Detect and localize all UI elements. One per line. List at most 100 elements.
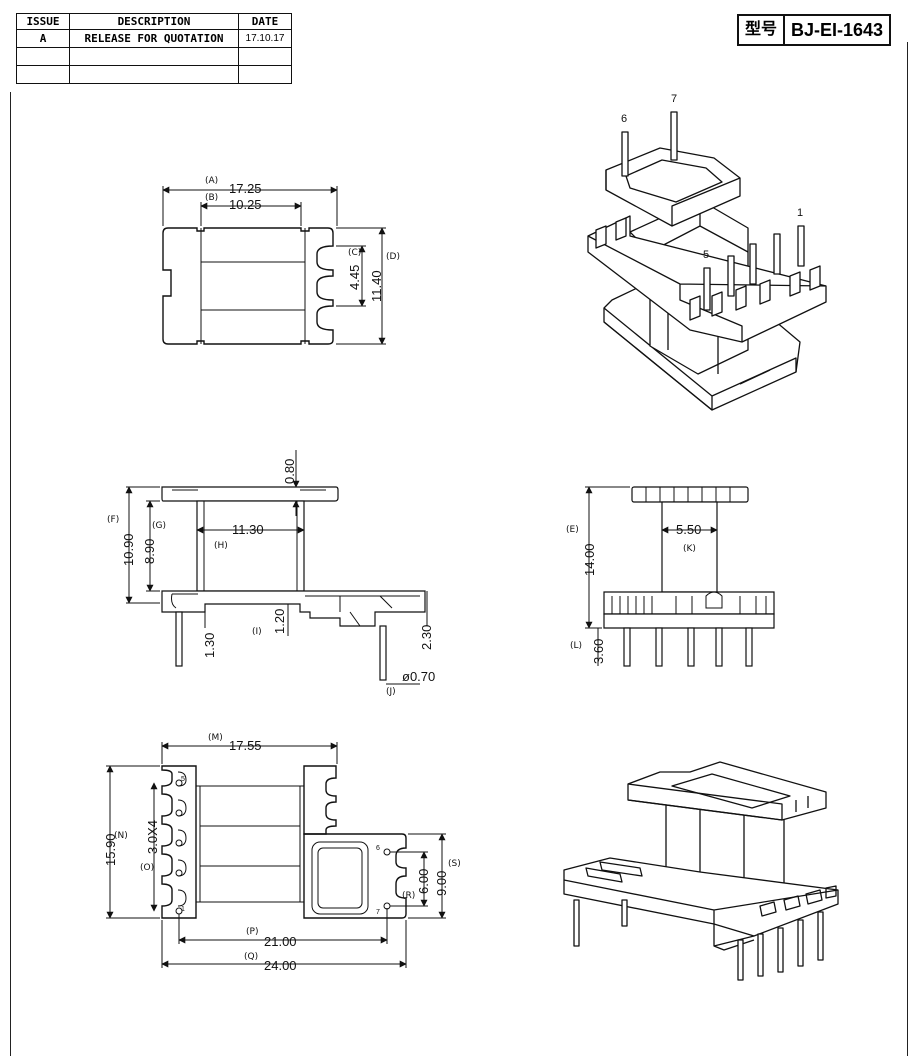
header-date: DATE (238, 13, 292, 30)
dim-O-tag: (O) (140, 863, 154, 873)
side-top-flange-ribs (645, 487, 731, 502)
dim-B-value: 10.25 (229, 197, 262, 212)
bottom-window (311, 841, 369, 915)
dim-S-tag: (S) (448, 859, 461, 869)
front-top-flange (161, 486, 339, 502)
iso2-pins (573, 899, 824, 981)
iso-pin-label-1: 1 (797, 207, 803, 219)
iso-base-front (603, 307, 797, 411)
bottom-window-inner (317, 847, 363, 909)
bottom-right-flange-ext (303, 833, 407, 919)
dim-130-value: 1.30 (202, 633, 217, 658)
dim-M-value: 17.55 (229, 738, 262, 753)
dim-K-value: 5.50 (676, 522, 701, 537)
table-row (16, 47, 292, 66)
dim-R-value: 6.00 (416, 869, 431, 894)
iso2-bottom-flange (563, 857, 839, 937)
iso-pin-a (727, 255, 735, 297)
bottom-right-flange-top (303, 765, 337, 835)
iso-pin-label-6: 6 (621, 113, 627, 125)
iso-pin-b (749, 243, 757, 285)
side-bottom-flange (603, 591, 775, 615)
table-row (16, 65, 292, 84)
part-number-value: BJ-EI-1643 (791, 20, 884, 40)
dim-Q-value: 24.00 (264, 958, 297, 973)
description-cell: RELEASE FOR QUOTATION (69, 29, 239, 48)
frame-border-left (10, 92, 11, 1056)
iso-pin-label-7: 7 (671, 93, 677, 105)
dim-I-tag: (I) (252, 627, 262, 637)
iso2-top-flange-edge (627, 783, 809, 821)
iso-pin-label-5: 5 (703, 249, 709, 261)
dim-G-tag: (G) (152, 521, 166, 531)
iso-pin-5 (703, 267, 711, 311)
dim-P-value: 21.00 (264, 934, 297, 949)
iso2-top-flange-window (671, 773, 791, 809)
header-issue: ISSUE (16, 13, 70, 30)
bottom-pin-label-7: 7 (376, 909, 380, 916)
side-bottom-flange-ribs (611, 591, 767, 614)
bottom-left-slots (177, 771, 187, 907)
bottom-pin-label-1: 1 (181, 906, 185, 913)
iso-slots (595, 217, 821, 321)
frame-border-right (907, 42, 908, 1056)
revision-table: ISSUE DESCRIPTION DATE A RELEASE FOR QUO… (16, 13, 292, 84)
dim-E-value: 14.00 (582, 543, 597, 576)
revision-table-header: ISSUE DESCRIPTION DATE (16, 13, 292, 30)
bottom-view: 5 1 6 7 (M) 17.55 (N) 15.90 (O) 3.0X4 (P… (103, 733, 461, 973)
front-pin-left (175, 611, 183, 667)
side-top-flange (631, 486, 749, 503)
iso-pins (621, 111, 805, 311)
bottom-left-flange (161, 765, 197, 919)
dim-I-value: 1.20 (272, 609, 287, 634)
top-view-outline (162, 227, 334, 345)
dim-M-tag: (M) (208, 733, 223, 743)
iso-lower-flange-edge (587, 235, 827, 342)
dim-G-value: 8.90 (142, 539, 157, 564)
front-view: 0.80 (F) 10.90 (G) 8.90 (H) 11.30 (I) 1.… (107, 450, 435, 697)
dim-O-value: 3.0X4 (145, 820, 160, 854)
iso2-slots (585, 861, 837, 917)
dim-E-tag: (E) (566, 525, 579, 535)
iso-view-top: 6 7 5 1 (587, 93, 827, 411)
dim-J-value: ø0.70 (402, 669, 435, 684)
dim-P-tag: (P) (246, 927, 258, 937)
dim-L-tag: (L) (570, 641, 582, 651)
iso-pin-7 (670, 111, 678, 161)
dim-Q-tag: (Q) (244, 952, 258, 962)
dim-N-value: 15.90 (103, 833, 118, 866)
dim-D-tag: (D) (386, 252, 400, 262)
part-number-box: 型号 BJ-EI-1643 (737, 14, 892, 46)
dim-H-tag: (H) (214, 541, 228, 551)
dim-J-tag: (J) (386, 687, 396, 697)
top-view: (A) 17.25 (B) 10.25 (C) 4.45 (D) 11.40 (162, 176, 400, 345)
dim-L-value: 3.60 (591, 639, 606, 664)
dim-A-tag: (A) (205, 176, 218, 186)
front-core (196, 500, 305, 592)
part-number-label: 型号 (739, 16, 786, 44)
dim-K-tag: (K) (683, 544, 696, 554)
side-base (603, 613, 775, 629)
dim-R-tag: (R) (402, 891, 415, 901)
dim-C-tag: (C) (348, 248, 361, 258)
dim-N-tag: (N) (114, 831, 128, 841)
bottom-core (195, 785, 305, 903)
iso-view-bottom (563, 761, 839, 981)
dim-A-value: 17.25 (229, 181, 262, 196)
bottom-pin-label-5: 5 (181, 776, 185, 783)
iso-pin-6 (621, 131, 629, 177)
bottom-pin-label-6: 6 (376, 845, 380, 852)
table-row: A RELEASE FOR QUOTATION 17.10.17 (16, 29, 292, 48)
iso-pin-c (773, 233, 781, 275)
dim-B-tag: (B) (205, 193, 218, 203)
dim-C-value: 4.45 (347, 265, 362, 290)
dim-080-value: 0.80 (282, 459, 297, 484)
date-cell (238, 65, 292, 84)
dim-H-value: 11.30 (232, 522, 264, 537)
bottom-pin-hole-6 (383, 848, 391, 856)
front-pin-right (379, 625, 387, 681)
dim-F-value: 10.90 (121, 533, 136, 566)
iso-pin-1 (797, 225, 805, 267)
